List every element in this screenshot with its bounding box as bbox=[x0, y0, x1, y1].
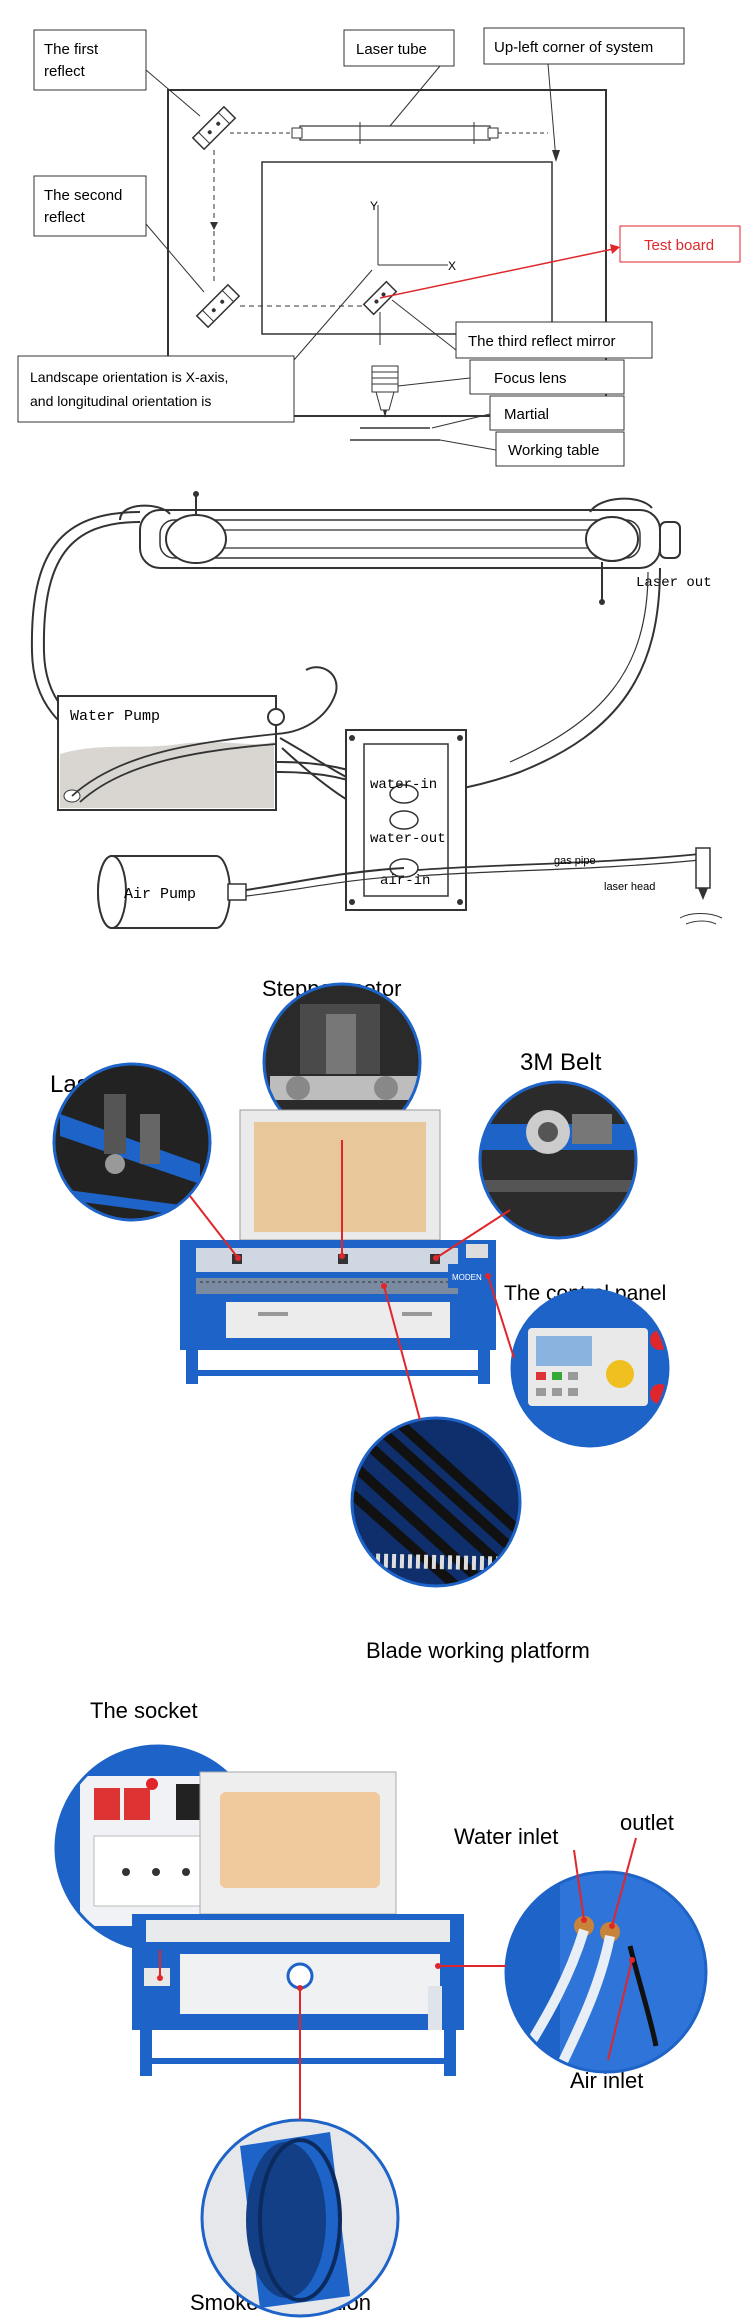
blade-platform-photo bbox=[352, 1418, 520, 1586]
label-third-reflect: The third reflect mirror bbox=[391, 299, 653, 359]
svg-text:Martial: Martial bbox=[504, 406, 549, 423]
svg-text:The second: The second bbox=[44, 187, 122, 204]
machine-connections-figure: The socket Water inlet outlet Air inlet … bbox=[0, 1676, 750, 2320]
label-water-pump: Water Pump bbox=[70, 708, 160, 725]
test-board-pointer bbox=[379, 247, 619, 299]
label-upleft-corner: Up-left corner of system bbox=[483, 27, 685, 162]
label-water-inlet: Water inlet bbox=[454, 1824, 558, 1849]
label-3m-belt: 3M Belt bbox=[520, 1049, 602, 1076]
water-air-diagram: Laser out Water Pump water-in water-out … bbox=[0, 472, 750, 962]
svg-text:Up-left corner of system: Up-left corner of system bbox=[494, 39, 653, 56]
svg-text:Focus lens: Focus lens bbox=[494, 370, 567, 387]
system-frame bbox=[167, 89, 607, 417]
svg-text:The third reflect mirror: The third reflect mirror bbox=[468, 333, 616, 350]
optical-path-diagram: Y X The first reflect Laser tube Up-left… bbox=[0, 0, 750, 470]
label-second-reflect: The second reflect bbox=[33, 175, 205, 293]
control-panel-photo bbox=[512, 1290, 668, 1446]
work-area bbox=[261, 161, 553, 335]
label-socket: The socket bbox=[90, 1698, 198, 1723]
svg-text:The first: The first bbox=[44, 41, 99, 58]
first-reflect-mirror bbox=[191, 105, 237, 151]
svg-text:Laser tube: Laser tube bbox=[356, 41, 427, 58]
label-martial: Martial bbox=[431, 395, 625, 431]
svg-text:Working table: Working table bbox=[508, 442, 599, 459]
svg-text:and longitudinal orientation i: and longitudinal orientation is bbox=[30, 393, 211, 409]
label-laser-tube: Laser tube bbox=[343, 29, 455, 127]
label-laser-head-small: laser head bbox=[604, 881, 655, 893]
label-working-table: Working table bbox=[439, 431, 625, 467]
water-air-svg: Laser out Water Pump water-in water-out … bbox=[0, 472, 750, 962]
axis-y-label: Y bbox=[370, 199, 378, 213]
label-axis-note: Landscape orientation is X-axis, and lon… bbox=[17, 269, 373, 423]
second-reflect-mirror bbox=[195, 283, 241, 329]
laser-tube-drawing bbox=[119, 491, 681, 605]
label-water-out: water-out bbox=[370, 831, 446, 847]
svg-text:reflect: reflect bbox=[44, 209, 86, 226]
laser-tube bbox=[230, 122, 548, 144]
callout-lines bbox=[189, 1140, 515, 1421]
laser-machine-front: MODEN bbox=[180, 1109, 496, 1384]
water-pump-tank bbox=[57, 695, 277, 811]
label-laser-out: Laser out bbox=[636, 575, 712, 591]
label-water-in: water-in bbox=[370, 777, 437, 793]
svg-text:reflect: reflect bbox=[44, 63, 86, 80]
laser-head-photo bbox=[54, 1064, 210, 1220]
brand-label: MODEN bbox=[452, 1273, 482, 1282]
svg-text:Test board: Test board bbox=[644, 237, 714, 254]
label-test-board: Test board bbox=[619, 225, 741, 263]
callout-lines-connections bbox=[159, 1837, 637, 2120]
smoke-connection-photo bbox=[202, 2120, 398, 2316]
small-laser-head bbox=[679, 847, 723, 925]
coordinate-axes: Y X bbox=[370, 199, 456, 273]
label-blade-platform: Blade working platform bbox=[366, 1638, 590, 1663]
axis-x-label: X bbox=[448, 259, 456, 273]
label-outlet: outlet bbox=[620, 1810, 674, 1835]
laser-machine-side bbox=[132, 1771, 464, 2076]
svg-text:Landscape orientation is X-axi: Landscape orientation is X-axis, bbox=[30, 369, 228, 385]
air-pump bbox=[97, 855, 247, 929]
label-gas-pipe: gas pipe bbox=[554, 855, 596, 867]
label-first-reflect: The first reflect bbox=[33, 29, 201, 117]
machine-parts-figure: Stepper motor Laser Head 3M Belt The con… bbox=[0, 964, 750, 1676]
machine-parts-svg: Stepper motor Laser Head 3M Belt The con… bbox=[0, 964, 750, 1676]
focus-head bbox=[350, 365, 440, 441]
label-air-pump: Air Pump bbox=[124, 886, 196, 903]
label-focus-lens: Focus lens bbox=[397, 359, 625, 395]
optical-path-svg: Y X The first reflect Laser tube Up-left… bbox=[0, 0, 750, 470]
connections-svg: The socket Water inlet outlet Air inlet … bbox=[0, 1676, 750, 2320]
